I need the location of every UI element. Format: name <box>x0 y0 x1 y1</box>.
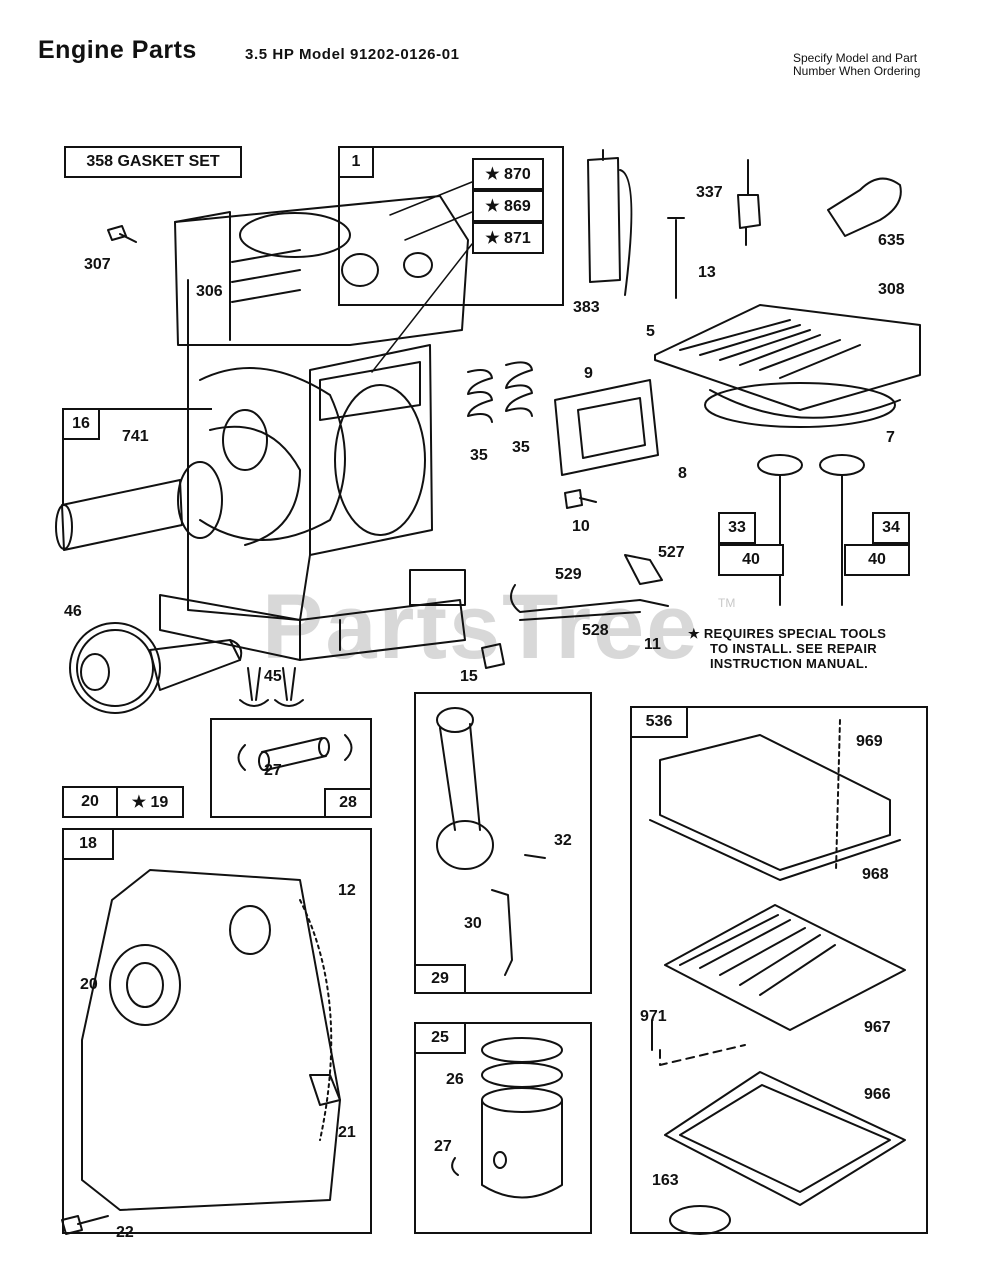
special-tools-note-line-1: ★ REQUIRES SPECIAL TOOLS <box>688 626 887 641</box>
piston-drawing <box>481 1037 563 1199</box>
callout-21: 21 <box>338 1124 356 1141</box>
callout-46: 46 <box>64 603 82 620</box>
callout-971: 971 <box>640 1008 667 1025</box>
kit-20-label: 20 <box>62 786 118 818</box>
callout-35-left: 35 <box>470 447 488 464</box>
kit-28-label: 28 <box>324 788 372 818</box>
kit-34-label: 34 <box>872 512 910 544</box>
kit-40-label-right: 40 <box>844 544 910 576</box>
watermark: PartsTree <box>262 576 700 678</box>
crankcase-cover-drawing <box>81 869 341 1211</box>
camshaft-drawing <box>69 622 243 714</box>
callout-26: 26 <box>446 1071 464 1088</box>
callout-337: 337 <box>696 184 723 201</box>
callout-741: 741 <box>122 428 149 445</box>
callout-528: 528 <box>582 622 609 639</box>
callout-11: 11 <box>644 636 661 653</box>
gasket-set-label: 358 GASKET SET <box>64 146 242 178</box>
part-869-label: ★ 869 <box>472 190 544 222</box>
callout-45: 45 <box>264 668 282 685</box>
cylinder-head-kit-frame <box>338 146 564 306</box>
valves-drawing <box>757 454 865 606</box>
callout-529: 529 <box>555 566 582 583</box>
page-title: Engine Parts <box>38 36 197 64</box>
callout-7: 7 <box>886 429 895 446</box>
callout-969: 969 <box>856 733 883 750</box>
crankshaft-drawing <box>55 409 301 551</box>
special-tools-note: ★ REQUIRES SPECIAL TOOLS TO INSTALL. SEE… <box>688 626 886 671</box>
connecting-rod-kit-frame <box>414 692 592 994</box>
piston-kit-frame <box>414 1022 592 1234</box>
connecting-rod-drawing <box>436 707 546 976</box>
callout-22: 22 <box>116 1224 134 1241</box>
callout-35-right: 35 <box>512 439 530 456</box>
air-cleaner-drawing <box>649 719 906 1235</box>
callout-12: 12 <box>338 882 356 899</box>
kit-29-label: 29 <box>414 964 466 994</box>
kit-33-label: 33 <box>718 512 756 544</box>
cylinder-block-drawing <box>159 195 469 661</box>
callout-967: 967 <box>864 1019 891 1036</box>
watermark-trademark: TM <box>718 596 736 610</box>
callout-635: 635 <box>878 232 905 249</box>
crankshaft-kit-frame <box>62 408 212 504</box>
air-cleaner-kit-frame <box>630 706 928 1234</box>
piston-pin-kit-frame <box>210 718 372 818</box>
callout-15: 15 <box>460 668 478 685</box>
part-870-label: ★ 870 <box>472 158 544 190</box>
callout-5: 5 <box>646 323 655 340</box>
kit-18-label: 18 <box>62 828 114 860</box>
callout-30: 30 <box>464 915 482 932</box>
callout-9: 9 <box>584 365 593 382</box>
order-note-line-2: Number When Ordering <box>793 64 921 78</box>
kit-40-label-left: 40 <box>718 544 784 576</box>
special-tools-note-line-2: TO INSTALL. SEE REPAIR <box>710 641 877 656</box>
callout-27-pin-clip: 27 <box>264 762 282 779</box>
callout-308: 308 <box>878 281 905 298</box>
kit-19-label: ★ 19 <box>116 786 184 818</box>
part-871-label: ★ 871 <box>472 222 544 254</box>
callout-527: 527 <box>658 544 685 561</box>
callout-383: 383 <box>573 299 600 316</box>
callout-8: 8 <box>678 465 687 482</box>
valve-springs-drawing <box>467 361 533 423</box>
kit-16-label: 16 <box>62 408 100 440</box>
callout-968: 968 <box>862 866 889 883</box>
callout-20: 20 <box>80 976 98 993</box>
callout-306: 306 <box>196 283 223 300</box>
valve-cover-drawing <box>654 304 921 428</box>
special-tools-note-line-3: INSTRUCTION MANUAL. <box>710 656 869 671</box>
kit-536-label: 536 <box>630 706 688 738</box>
callout-307: 307 <box>84 256 111 273</box>
order-note: Specify Model and Part Number When Order… <box>793 52 951 78</box>
callout-27-piston: 27 <box>434 1138 452 1155</box>
crankcase-cover-kit-frame <box>62 828 372 1234</box>
kit-1-label: 1 <box>338 146 374 178</box>
kit-25-label: 25 <box>414 1022 466 1054</box>
callout-966: 966 <box>864 1086 891 1103</box>
order-note-line-1: Specify Model and Part <box>793 51 918 65</box>
callout-163: 163 <box>652 1172 679 1189</box>
model-number: 3.5 HP Model 91202-0126-01 <box>245 46 460 63</box>
callout-32: 32 <box>554 832 572 849</box>
callout-13: 13 <box>698 264 716 281</box>
callout-10: 10 <box>572 518 590 535</box>
